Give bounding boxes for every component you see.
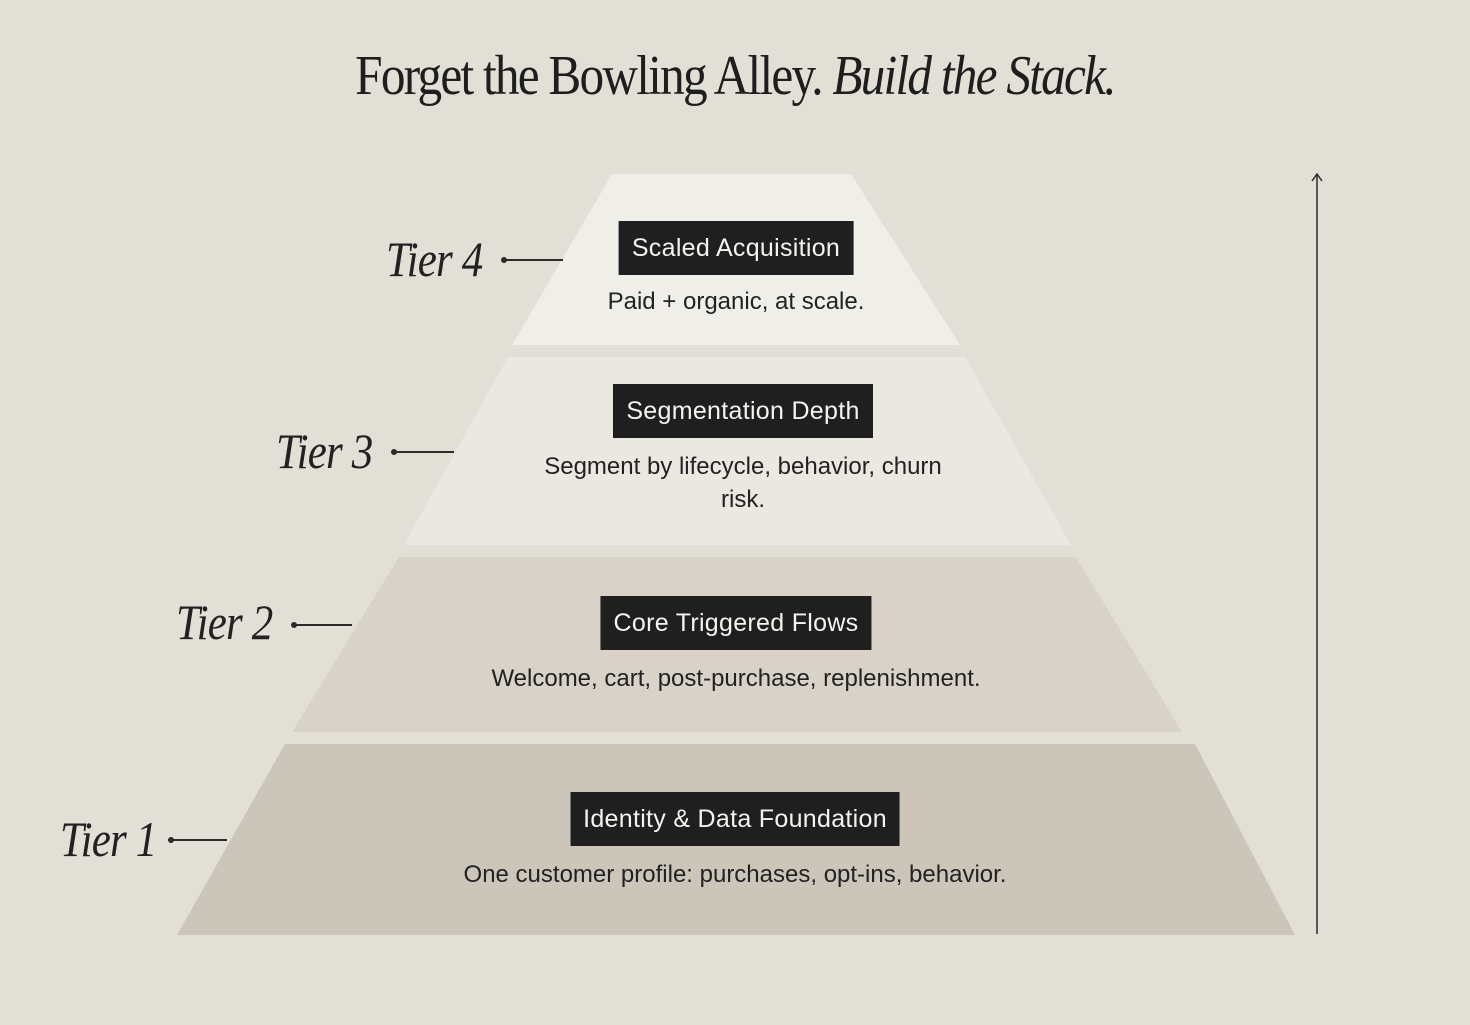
- tier-4-label: Tier 4: [386, 231, 483, 287]
- pyramid-tier-3: [404, 357, 1071, 545]
- tier-1-content: Identity & Data Foundation One customer …: [463, 792, 1007, 891]
- connector-dot: [501, 256, 507, 263]
- tier-3-description: Segment by lifecycle, behavior, churn ri…: [544, 453, 942, 513]
- tier-2-label: Tier 2: [176, 594, 273, 650]
- page-title: Forget the Bowling Alley. Build the Stac…: [88, 44, 1382, 108]
- tier-4-heading: Scaled Acquisition: [618, 221, 854, 275]
- tier-2-heading: Core Triggered Flows: [600, 596, 872, 650]
- tier-2-description: Welcome, cart, post-purchase, replenishm…: [491, 665, 981, 692]
- connector-dot: [291, 621, 297, 628]
- tier-3-content: Segmentation Depth Segment by lifecycle,…: [543, 384, 943, 516]
- tier-2-connector: [291, 621, 352, 628]
- tier-4-content: Scaled Acquisition Paid + organic, at sc…: [607, 221, 865, 318]
- up-arrow-icon: [1311, 172, 1323, 934]
- tier-3-heading: Segmentation Depth: [613, 384, 873, 438]
- title-emphasis: Build the Stack.: [832, 45, 1116, 107]
- title-main: Forget the Bowling Alley.: [355, 45, 823, 107]
- tier-4-description: Paid + organic, at scale.: [607, 288, 865, 315]
- tier-3-label: Tier 3: [276, 423, 373, 479]
- tier-1-description: One customer profile: purchases, opt-ins…: [463, 861, 1007, 888]
- tier-1-label: Tier 1: [60, 811, 157, 867]
- tier-1-heading: Identity & Data Foundation: [570, 792, 900, 846]
- connector-dot: [168, 836, 174, 843]
- tier-1-connector: [168, 836, 227, 843]
- tier-4-connector: [501, 256, 563, 263]
- connector-dot: [391, 448, 397, 455]
- tier-3-connector: [391, 448, 454, 455]
- tier-2-content: Core Triggered Flows Welcome, cart, post…: [491, 596, 981, 695]
